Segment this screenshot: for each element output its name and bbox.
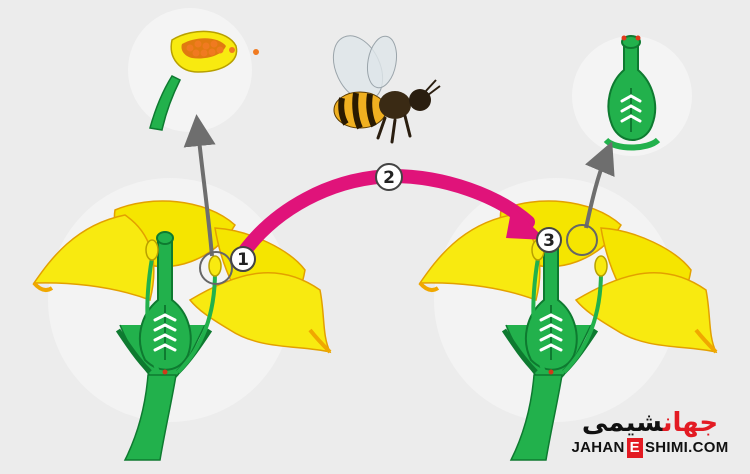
step-number: 2 xyxy=(383,168,395,188)
stigma-highlight-ring xyxy=(566,224,598,256)
bee-icon xyxy=(332,35,441,144)
logo-persian-text: جهانشیمی xyxy=(560,408,740,438)
logo-persian-part-b: شیمی xyxy=(581,408,663,438)
logo-persian-part-a: جهان xyxy=(662,408,719,438)
logo-english-part-b: SHIMI.COM xyxy=(644,439,729,456)
step-number: 3 xyxy=(543,231,555,251)
logo-english-e: E xyxy=(626,438,643,458)
anther-closeup-icon xyxy=(128,8,259,132)
logo-english-part-a: JAHAN xyxy=(571,439,625,456)
anther-highlight-ring xyxy=(199,251,233,285)
zoom-arrow-left xyxy=(183,114,216,257)
step-badge-3: 3 xyxy=(536,227,562,253)
pistil-closeup-icon xyxy=(572,35,692,156)
zoom-arrow-right xyxy=(584,141,615,229)
flower-left xyxy=(34,178,330,460)
step-number: 1 xyxy=(237,250,249,270)
step-badge-2: 2 xyxy=(375,163,403,191)
step-badge-1: 1 xyxy=(230,246,256,272)
